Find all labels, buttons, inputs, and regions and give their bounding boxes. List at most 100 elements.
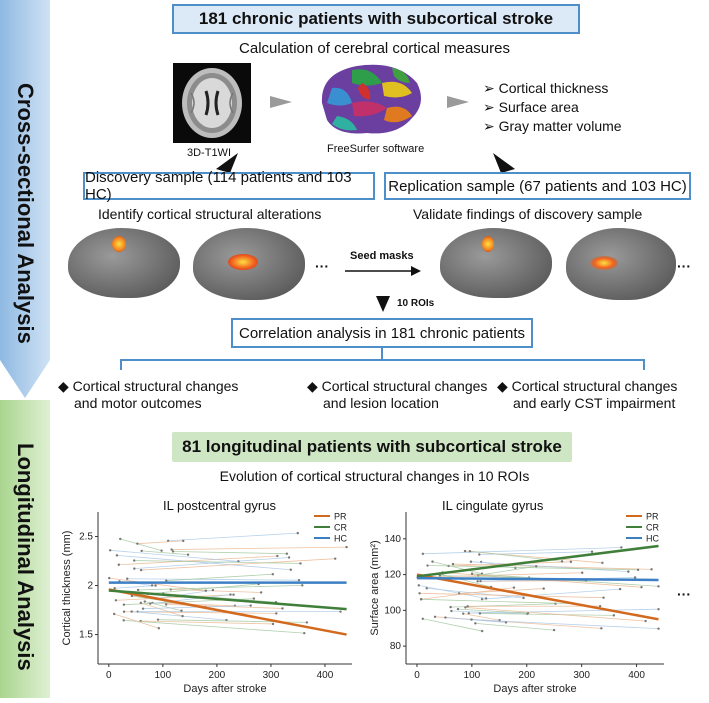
correlation-box: Correlation analysis in 181 chronic pati… — [231, 318, 533, 348]
trajectory-point — [431, 560, 433, 562]
trajectory-point — [434, 616, 436, 618]
activation-blob — [112, 236, 126, 252]
trajectory-point — [426, 587, 428, 589]
trajectory-point — [644, 620, 646, 622]
trajectory-point — [115, 599, 117, 601]
trajectory-point — [123, 603, 125, 605]
trajectory-point — [136, 542, 138, 544]
trajectory-point — [133, 559, 135, 561]
longitudinal-title: 81 longitudinal patients with subcortica… — [182, 437, 562, 457]
trajectory-point — [657, 585, 659, 587]
trajectory-point — [160, 549, 162, 551]
trajectory-point — [181, 615, 183, 617]
trajectory-point — [334, 557, 336, 559]
measure-item-2: ➢ Surface area — [483, 99, 579, 116]
correlation-item-line2: and early CST impairment — [497, 395, 675, 411]
trajectory-point — [620, 546, 622, 548]
activation-blob — [590, 256, 618, 270]
trajectory-point — [140, 602, 142, 604]
x-axis-label: Days after stroke — [493, 683, 576, 695]
measure-bullet-icon: ➢ — [483, 99, 499, 115]
individual-trajectory — [472, 620, 659, 629]
trajectory-point — [581, 572, 583, 574]
trajectory-point — [570, 561, 572, 563]
trajectory-point — [522, 597, 524, 599]
measure-item-3: ➢ Gray matter volume — [483, 118, 622, 135]
y-axis-label: Cortical thickness (mm) — [61, 531, 73, 646]
correlation-item-motor: ◆ Cortical structural changes and motor … — [58, 378, 238, 412]
trajectory-point — [602, 596, 604, 598]
rois-label: 10 ROIs — [397, 298, 434, 309]
trajectory-point — [469, 550, 471, 552]
x-tick-label: 100 — [155, 670, 172, 681]
x-tick-label: 100 — [464, 670, 481, 681]
ellipsis-discovery: ··· — [315, 258, 329, 274]
measure-bullet-icon: ➢ — [483, 80, 499, 96]
individual-trajectory — [168, 533, 298, 541]
x-tick-label: 400 — [628, 670, 645, 681]
legend-label: CR — [334, 523, 347, 533]
trajectory-point — [119, 538, 121, 540]
y-tick-label: 2.5 — [79, 532, 93, 543]
measure-label: Surface area — [499, 99, 579, 115]
trajectory-point — [123, 619, 125, 621]
trajectory-point — [470, 618, 472, 620]
trajectory-point — [172, 550, 174, 552]
y-tick-label: 80 — [390, 641, 402, 652]
trajectory-point — [345, 546, 347, 548]
y-axis-label: Surface area (mm²) — [369, 540, 381, 635]
trajectory-point — [275, 612, 277, 614]
trajectory-point — [464, 606, 466, 608]
trajectory-point — [108, 577, 110, 579]
trajectory-point — [180, 610, 182, 612]
trajectory-point — [422, 553, 424, 555]
trajectory-point — [422, 618, 424, 620]
activation-blob — [482, 236, 494, 252]
individual-trajectory — [419, 585, 486, 598]
trajectory-point — [418, 584, 420, 586]
trajectory-point — [471, 573, 473, 575]
header-title: 181 chronic patients with subcortical st… — [199, 9, 553, 29]
x-tick-label: 200 — [209, 670, 226, 681]
trajectory-point — [452, 563, 454, 565]
trajectory-point — [301, 584, 303, 586]
x-tick-label: 400 — [317, 670, 334, 681]
trajectory-point — [464, 550, 466, 552]
measure-bullet-icon: ➢ — [483, 118, 499, 134]
trajectory-point — [619, 588, 621, 590]
correlation-item-line1: Cortical structural changes — [322, 378, 488, 394]
trajectory-point — [543, 587, 545, 589]
trajectory-point — [449, 606, 451, 608]
series-line-hc — [417, 578, 659, 580]
trajectory-point — [272, 573, 274, 575]
longitudinal-title-box: 81 longitudinal patients with subcortica… — [172, 432, 572, 462]
x-tick-label: 200 — [518, 670, 535, 681]
trajectory-point — [591, 551, 593, 553]
seed-masks-label: Seed masks — [350, 250, 414, 262]
trajectory-point — [513, 586, 515, 588]
individual-trajectory — [127, 579, 299, 580]
correlation-item-line2: and motor outcomes — [58, 395, 202, 411]
trajectory-point — [130, 610, 132, 612]
trajectory-point — [286, 552, 288, 554]
arrow-right-1 — [270, 96, 292, 108]
brain-surface-replication-1 — [440, 228, 552, 298]
legend-label: HC — [334, 534, 347, 544]
correlation-item-cst: ◆ Cortical structural changes and early … — [497, 378, 677, 412]
arrow-to-correlation — [376, 296, 390, 317]
x-tick-label: 300 — [573, 670, 590, 681]
trajectory-point — [157, 618, 159, 620]
replication-caption: Validate findings of discovery sample — [413, 206, 642, 222]
trajectory-point — [426, 564, 428, 566]
trajectory-point — [187, 554, 189, 556]
trajectory-point — [113, 613, 115, 615]
arrow-right-2 — [447, 96, 469, 108]
trajectory-point — [133, 567, 135, 569]
brain-surface-replication-2 — [566, 228, 676, 300]
trajectory-point — [299, 562, 301, 564]
trajectory-point — [288, 556, 290, 558]
trajectory-point — [158, 627, 160, 629]
trajectory-point — [481, 598, 483, 600]
trajectory-point — [249, 604, 251, 606]
